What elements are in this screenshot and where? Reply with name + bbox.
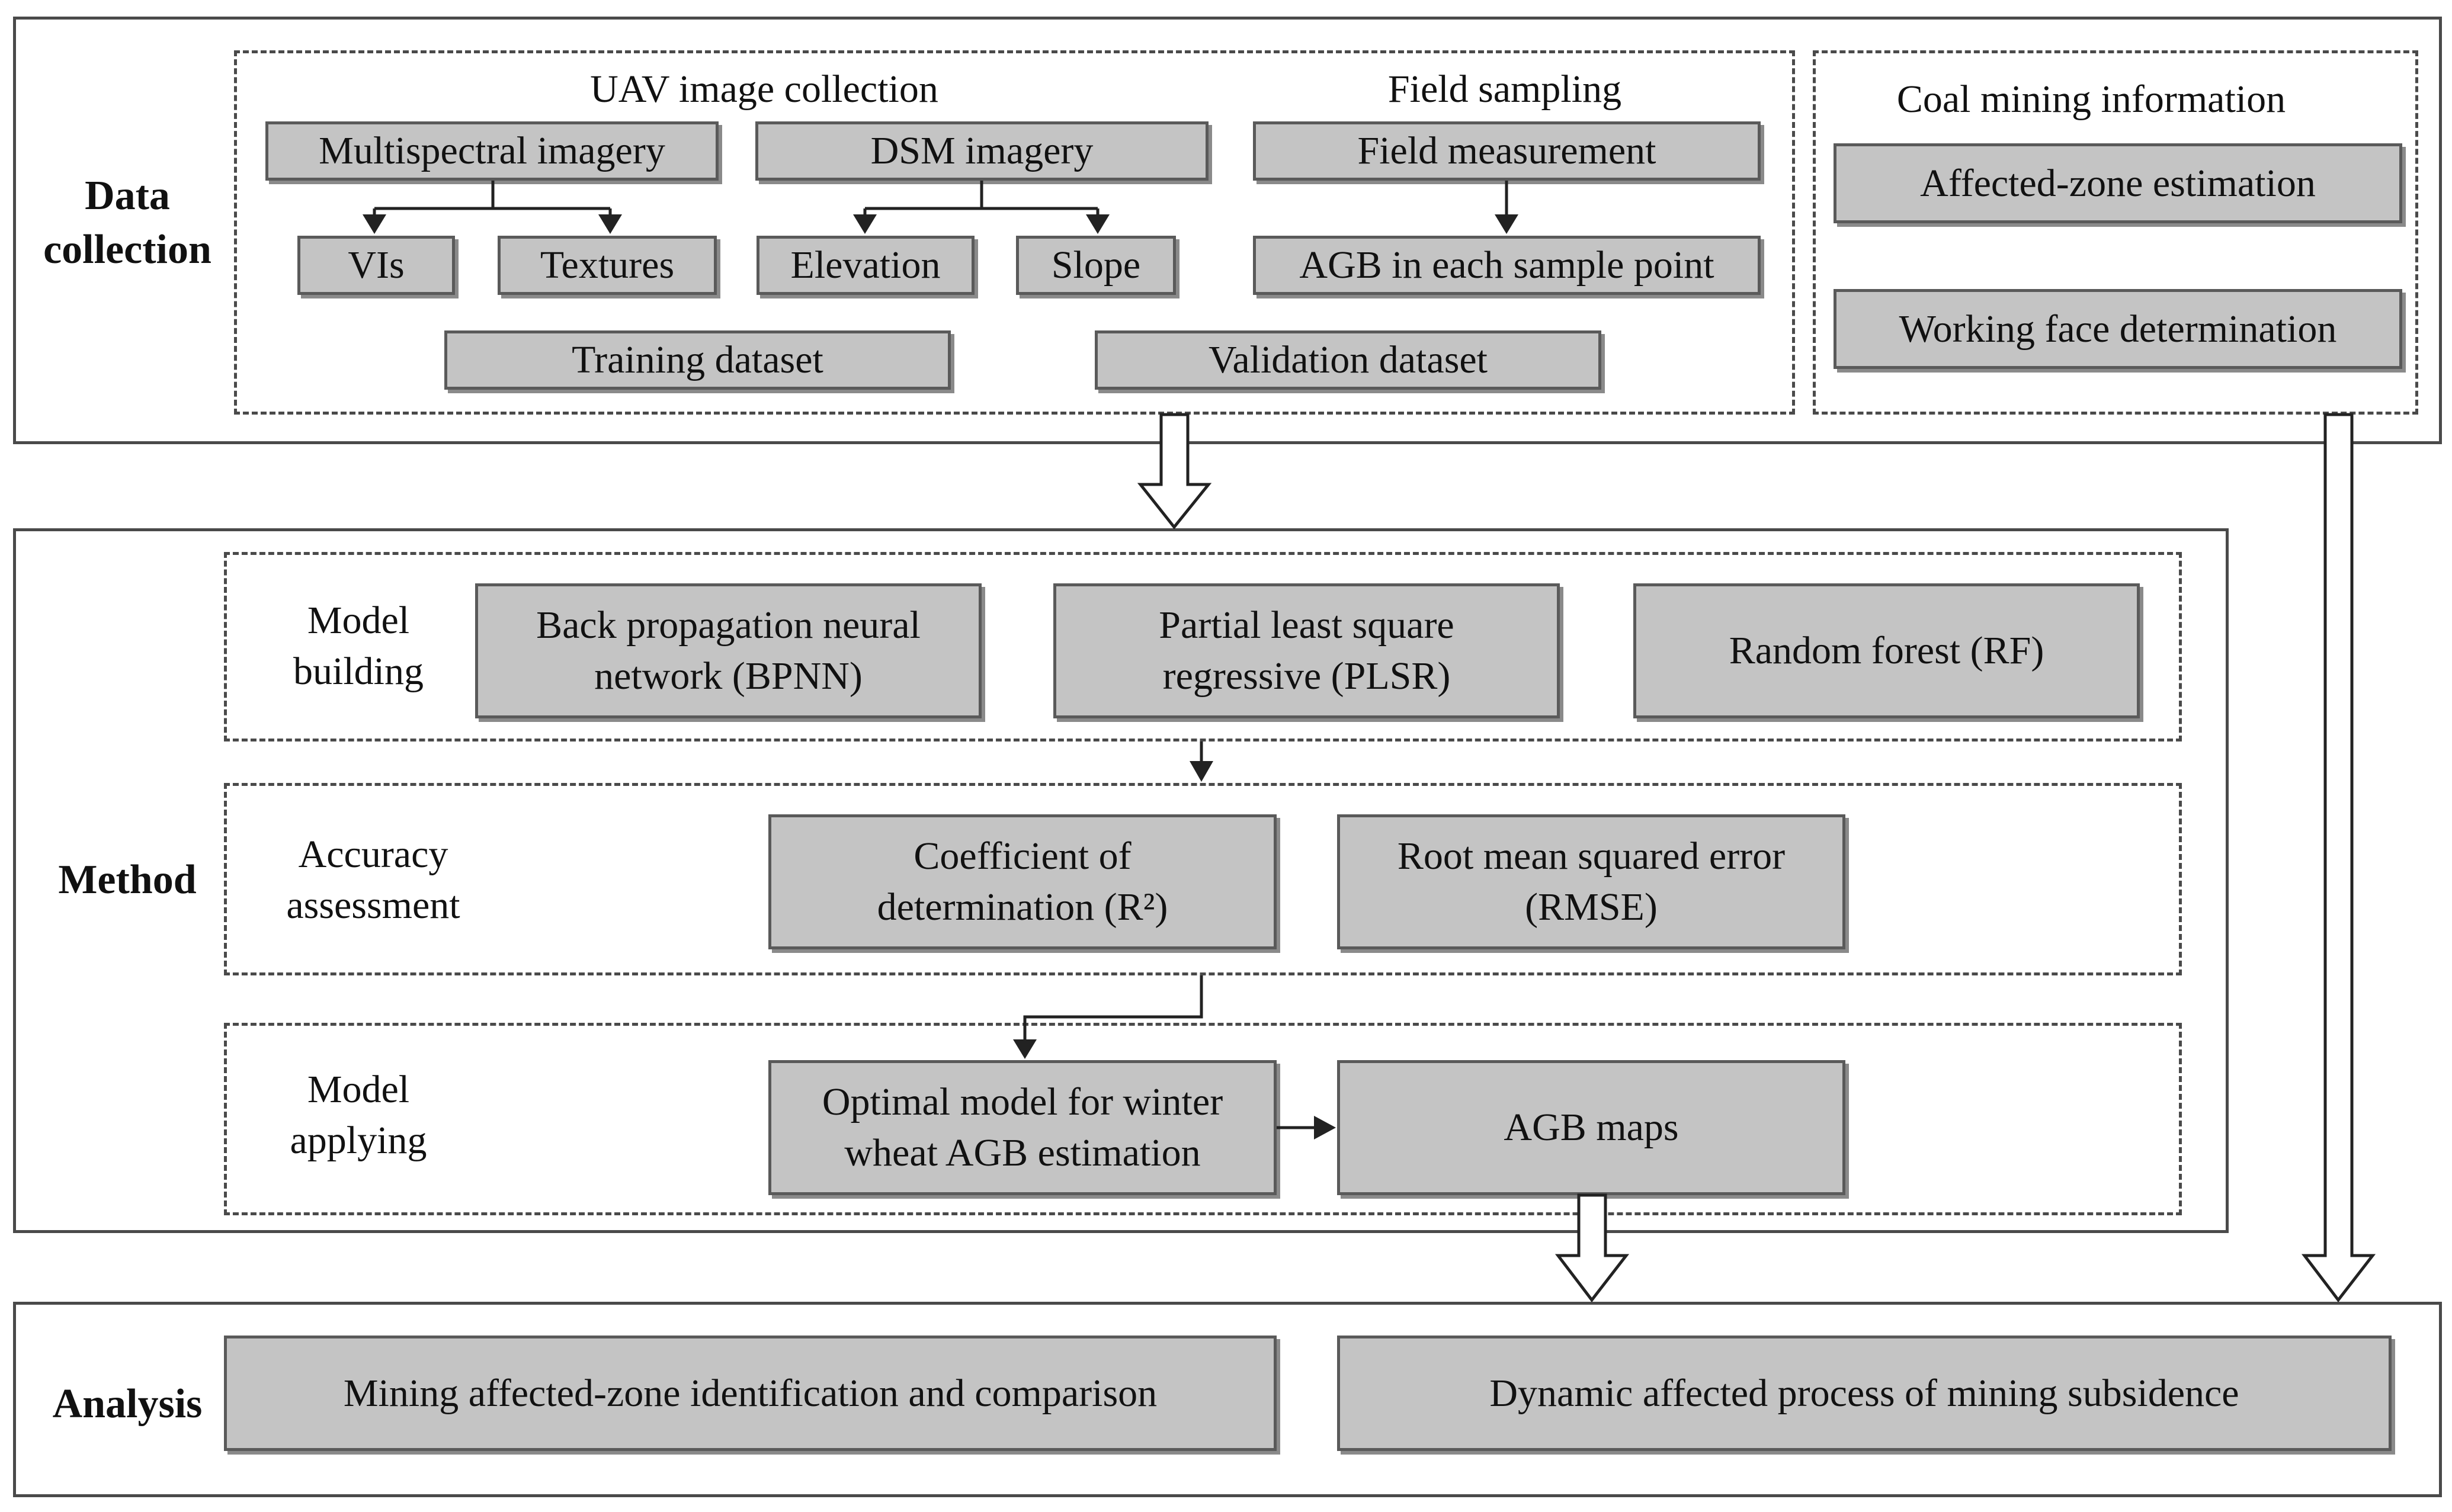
field-sampling-title: Field sampling <box>1387 68 1622 111</box>
working-face-box: Working face determination <box>1834 289 2402 369</box>
rf-box: Random forest (RF) <box>1633 583 2140 718</box>
textures-box: Textures <box>498 236 717 295</box>
accuracy-assessment-group <box>224 783 2182 975</box>
analysis-label: Analysis <box>52 1381 203 1427</box>
affected-zone-identification-box: Mining affected-zone identification and … <box>224 1336 1277 1451</box>
bpnn-box: Back propagation neural network (BPNN) <box>475 583 982 718</box>
plsr-box: Partial least square regressive (PLSR) <box>1053 583 1560 718</box>
uav-field-group <box>234 50 1795 415</box>
validation-dataset-box: Validation dataset <box>1095 330 1601 390</box>
optimal-model-box: Optimal model for winter wheat AGB estim… <box>768 1060 1277 1195</box>
field-measurement-box: Field measurement <box>1253 121 1761 181</box>
model-applying-label: Model applying <box>290 1068 427 1162</box>
multispectral-box: Multispectral imagery <box>265 121 719 181</box>
data-collection-label: Data collection <box>43 173 211 272</box>
vis-box: VIs <box>297 236 455 295</box>
block-arrow-coal-to-analysis <box>2301 413 2376 1303</box>
coal-mining-group <box>1813 50 2418 415</box>
agb-maps-box: AGB maps <box>1337 1060 1845 1195</box>
affected-zone-estimation-box: Affected-zone estimation <box>1834 143 2402 223</box>
slope-box: Slope <box>1016 236 1176 295</box>
elevation-box: Elevation <box>757 236 975 295</box>
coal-mining-title: Coal mining information <box>1896 78 2286 121</box>
dsm-box: DSM imagery <box>755 121 1209 181</box>
agb-sample-box: AGB in each sample point <box>1253 236 1761 295</box>
accuracy-assessment-label: Accuracy assessment <box>286 833 460 927</box>
r2-box: Coefficient of determination (R²) <box>768 814 1277 949</box>
training-dataset-box: Training dataset <box>444 330 951 390</box>
model-applying-group <box>224 1023 2182 1215</box>
model-building-label: Model building <box>293 599 424 693</box>
model-building-group <box>224 552 2182 741</box>
method-label: Method <box>58 857 197 903</box>
rmse-box: Root mean squared error (RMSE) <box>1337 814 1845 949</box>
dynamic-process-box: Dynamic affected process of mining subsi… <box>1337 1336 2392 1451</box>
uav-title: UAV image collection <box>590 68 938 111</box>
